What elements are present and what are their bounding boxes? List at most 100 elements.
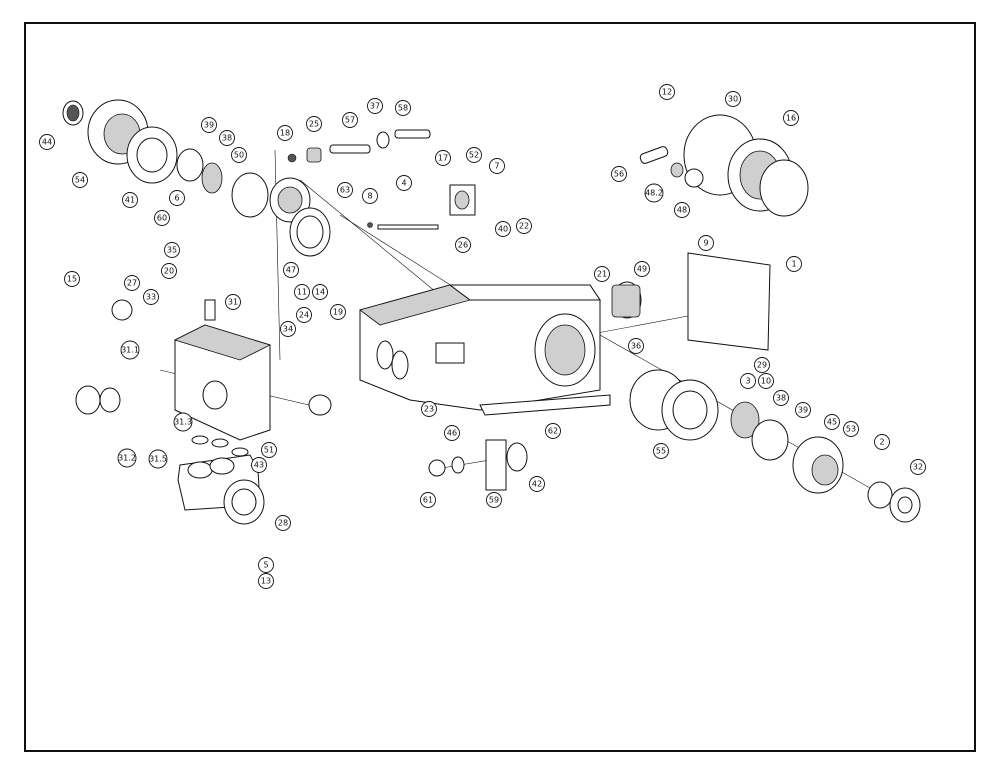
- callout-number: 45: [827, 418, 837, 427]
- callout-number: 57: [345, 116, 355, 125]
- callout-number: 11: [297, 288, 307, 297]
- callout-number: 20: [164, 267, 174, 276]
- callout-balloon: 10: [758, 373, 774, 389]
- callout-balloon: 37: [367, 98, 383, 114]
- callout-number: 27: [127, 279, 137, 288]
- callout-balloon: 1: [786, 256, 802, 272]
- callout-balloon: 55: [653, 443, 669, 459]
- callout-number: 16: [786, 114, 796, 123]
- callout-balloon: 44: [39, 134, 55, 150]
- callout-number: 54: [75, 176, 85, 185]
- callout-number: 62: [548, 427, 558, 436]
- callout-balloon: 31.2: [117, 448, 137, 468]
- callout-balloon: 41: [122, 192, 138, 208]
- callout-number: 50: [234, 151, 244, 160]
- drawing-border: [24, 22, 976, 752]
- callout-number: 59: [489, 496, 499, 505]
- callout-balloon: 3: [740, 373, 756, 389]
- callout-balloon: 8: [362, 188, 378, 204]
- callout-number: 51: [264, 446, 274, 455]
- callout-number: 31.3: [174, 418, 192, 427]
- callout-balloon: 48: [674, 202, 690, 218]
- callout-balloon: 33: [143, 289, 159, 305]
- callout-number: 53: [846, 425, 856, 434]
- callout-number: 17: [438, 154, 448, 163]
- callout-number: 37: [370, 102, 380, 111]
- callout-balloon: 28: [275, 515, 291, 531]
- callout-number: 31: [228, 298, 238, 307]
- callout-balloon: 39: [201, 117, 217, 133]
- callout-number: 31.5: [149, 455, 167, 464]
- callout-balloon: 36: [628, 338, 644, 354]
- callout-number: 31.2: [118, 454, 136, 463]
- callout-number: 56: [614, 170, 624, 179]
- callout-number: 31.1: [121, 346, 139, 355]
- discharge-manifold: [177, 435, 265, 525]
- callout-number: 39: [204, 121, 214, 130]
- callout-balloon: 31.3: [173, 412, 193, 432]
- callout-number: 3: [745, 377, 750, 386]
- callout-number: 44: [42, 138, 52, 147]
- callout-balloon: 13: [258, 573, 274, 589]
- callout-number: 36: [631, 342, 641, 351]
- callout-balloon: 57: [342, 112, 358, 128]
- callout-balloon: 52: [466, 147, 482, 163]
- callout-number: 52: [469, 151, 479, 160]
- gear-assembly-right: [611, 252, 921, 523]
- callout-balloon: 25: [306, 116, 322, 132]
- callout-number: 6: [174, 194, 179, 203]
- callout-balloon: 26: [455, 237, 471, 253]
- callout-number: 4: [401, 179, 406, 188]
- seal-plate-group: [428, 439, 528, 491]
- callout-number: 38: [222, 134, 232, 143]
- callout-number: 40: [498, 225, 508, 234]
- callout-balloon: 19: [330, 304, 346, 320]
- callout-balloon: 38: [773, 390, 789, 406]
- callout-number: 8: [367, 192, 372, 201]
- callout-number: 35: [167, 246, 177, 255]
- callout-number: 29: [757, 361, 767, 370]
- bearing-housing-left: [62, 99, 331, 257]
- callout-balloon: 42: [529, 476, 545, 492]
- callout-balloon: 11: [294, 284, 310, 300]
- callout-balloon: 21: [594, 266, 610, 282]
- pinion-shaft-parts: [287, 129, 476, 230]
- callout-number: 41: [125, 196, 135, 205]
- callout-number: 39: [798, 406, 808, 415]
- callout-number: 60: [157, 214, 167, 223]
- callout-number: 55: [656, 447, 666, 456]
- callout-number: 14: [315, 288, 325, 297]
- callout-balloon: 30: [725, 91, 741, 107]
- callout-balloon: 62: [545, 423, 561, 439]
- callout-balloon: 23: [421, 401, 437, 417]
- callout-number: 49: [637, 265, 647, 274]
- callout-number: 9: [703, 239, 708, 248]
- callout-number: 61: [423, 496, 433, 505]
- fluid-end-block: [75, 299, 332, 441]
- callout-balloon: 53: [843, 421, 859, 437]
- callout-number: 18: [280, 129, 290, 138]
- callout-balloon: 31.5: [148, 449, 168, 469]
- callout-balloon: 6: [169, 190, 185, 206]
- callout-balloon: 20: [161, 263, 177, 279]
- callout-number: 5: [263, 561, 268, 570]
- callout-number: 21: [597, 270, 607, 279]
- callout-balloon: 2: [874, 434, 890, 450]
- callout-balloon: 12: [659, 84, 675, 100]
- callout-number: 12: [662, 88, 672, 97]
- callout-number: 7: [494, 162, 499, 171]
- callout-balloon: 27: [124, 275, 140, 291]
- callout-balloon: 46: [444, 425, 460, 441]
- callout-number: 33: [146, 293, 156, 302]
- callout-balloon: 48.2: [644, 183, 664, 203]
- callout-balloon: 56: [611, 166, 627, 182]
- callout-balloon: 4: [396, 175, 412, 191]
- callout-balloon: 54: [72, 172, 88, 188]
- callout-balloon: 32: [910, 459, 926, 475]
- callout-number: 23: [424, 405, 434, 414]
- callout-number: 19: [333, 308, 343, 317]
- callout-number: 28: [278, 519, 288, 528]
- callout-balloon: 59: [486, 492, 502, 508]
- callout-number: 25: [309, 120, 319, 129]
- callout-number: 43: [254, 461, 264, 470]
